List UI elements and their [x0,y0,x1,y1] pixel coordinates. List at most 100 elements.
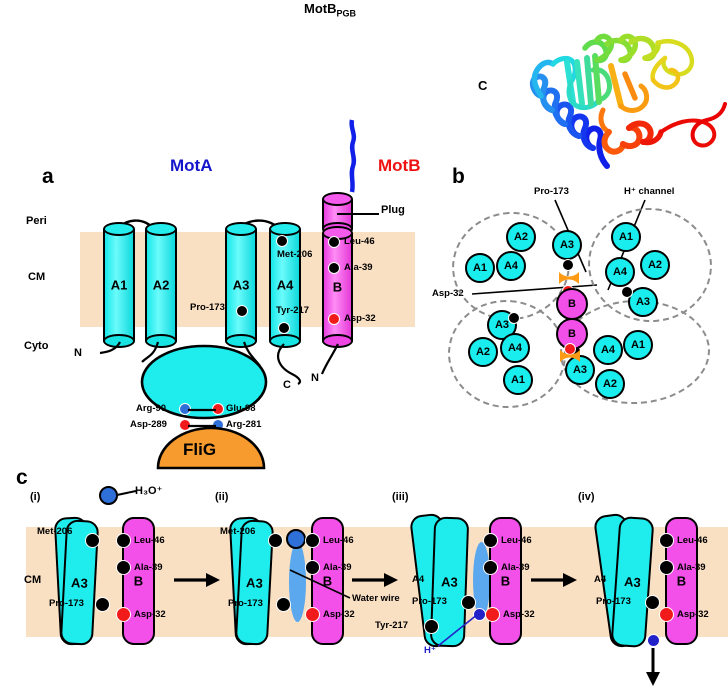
label-cm: CM [28,271,46,283]
c4-label-leu-46: Leu-46 [677,535,708,546]
c1-dot-pro-173 [95,597,110,612]
c3-dot-leu-46 [483,533,498,548]
hydronium-label: H₃O⁺ [135,485,163,497]
helix-a4: A4 [269,222,301,348]
c3-helix-b: B [489,517,522,645]
helix-b: B [322,226,353,348]
residue-label-tyr-217: Tyr-217 [276,305,310,316]
c2-label-asp-32: Asp-32 [323,609,355,620]
label-peri: Peri [26,215,47,227]
helix-a1: A1 [103,222,135,348]
arrow-ii-to-iii [352,573,398,587]
residue-label-asp-32: Asp-32 [344,313,376,324]
water-wire-leader [289,569,351,599]
c2-label-met-206: Met-206 [220,526,256,537]
c1-label-pro-173: Pro-173 [49,598,84,609]
panel-b-channel-top [559,272,579,284]
ribbon-structure [529,33,727,169]
residue-dot-ala-39 [328,262,340,274]
residue-label-pro-173: Pro-173 [190,302,225,313]
residue-dot-met-206 [276,235,288,247]
panel-b-subunit-a4-tl: A4 [496,251,526,281]
c-terminus-structure: C [478,78,488,93]
panel-a-title-mota: MotA [170,156,213,175]
c1-dot-met-206 [85,533,100,548]
panel-b-callout-asp-32: Asp-32 [432,288,464,299]
c1-label-asp-32: Asp-32 [134,609,166,620]
c2-dot-ala-39 [305,560,320,575]
panel-b-subunit-a2-br: A2 [595,369,625,399]
panel-b-dot-center-top [562,259,574,271]
arrow-iii-to-iv [531,573,577,587]
panel-a-title-motb: MotB [378,156,421,175]
mota-cyto-domain [140,341,268,420]
label-cyto: Cyto [24,340,49,352]
c2-dot-met-206 [268,533,283,548]
panel-b-letter: b [452,165,465,188]
hydronium-leader [116,490,137,496]
panel-b-subunit-b-top: B [556,288,588,320]
panel-b-subunit-a4-bl: A4 [500,333,530,363]
c4-release-arrow [646,648,660,686]
c4-dot-asp-32 [659,607,674,622]
c3-label-leu-46: Leu-46 [501,535,532,546]
motb-linker [349,119,357,193]
residue-label-ala-39: Ala-39 [344,262,373,273]
c3-label-asp-32: Asp-32 [503,609,535,620]
panel-b-subunit-a1-tl: A1 [465,253,495,283]
c3-dot-pro-173 [461,595,476,610]
charge-label-glu-98: Glu-98 [226,403,256,414]
panel-b-dot-bl [508,312,520,324]
structure-title: MotBPGB [304,1,357,19]
c1-dot-asp-32 [116,607,131,622]
c4-label-ala-39: Ala-39 [677,562,706,573]
plug-leader [337,213,379,215]
c-terminus-a4-line [276,343,302,385]
c3-label-pro-173: Pro-173 [412,596,447,607]
flig-label: FliG [183,440,217,459]
panel-c-letter: c [16,466,28,489]
n-terminus-b: N [311,372,319,384]
panel-b-subunit-a3-tl: A3 [552,230,582,260]
c4-label-a4: A4 [594,574,607,585]
panel-b-subunit-a2-tr: A2 [640,250,670,280]
residue-dot-asp-32 [328,313,340,325]
hydronium-circle [99,486,118,505]
n-terminus-b-line [320,343,339,375]
c3-label-ala-39: Ala-39 [501,562,530,573]
panel-c-step-i: (i) [30,491,41,503]
c1-label-ala-39: Ala-39 [134,562,163,573]
c3-proton-leader [437,613,479,647]
residue-label-leu-46: Leu-46 [344,236,375,247]
residue-dot-leu-46 [328,236,340,248]
helix-a2: A2 [145,222,177,348]
panel-c-step-ii: (ii) [215,491,229,503]
c-terminus-a4: C [283,379,291,391]
panel-b-subunit-a1-tr: A1 [611,222,641,252]
c2-dot-leu-46 [305,533,320,548]
n-terminus-a1: N [74,347,82,359]
charge-connectors [188,408,216,428]
c2-water-wire [289,542,306,622]
c3-label-tyr-217: Tyr-217 [375,620,409,631]
residue-dot-pro-173 [236,305,248,317]
c4-dot-proton [647,634,660,647]
water-wire-label: Water wire [352,593,400,604]
panel-a-letter: a [42,165,54,188]
residue-label-met-206: Met-206 [277,249,313,260]
panel-b-subunit-a3-tr: A3 [628,287,658,317]
c3-water-wire [473,542,490,618]
panel-b-subunit-a2-bl: A2 [468,337,498,367]
c4-dot-ala-39 [659,560,674,575]
c3-dot-tyr-217 [424,619,439,634]
charge-label-arg-281: Arg-281 [226,419,262,430]
helix-a3: A3 [225,222,257,348]
panel-b-subunit-a4-br: A4 [593,335,623,365]
c2-label-ala-39: Ala-39 [323,562,352,573]
c2-dot-pro-173 [276,597,291,612]
c2-dot-asp-32 [305,607,320,622]
c4-dot-pro-173 [645,595,660,610]
panel-b-subunit-a1-br: A1 [623,330,653,360]
c2-hydronium [286,529,306,549]
